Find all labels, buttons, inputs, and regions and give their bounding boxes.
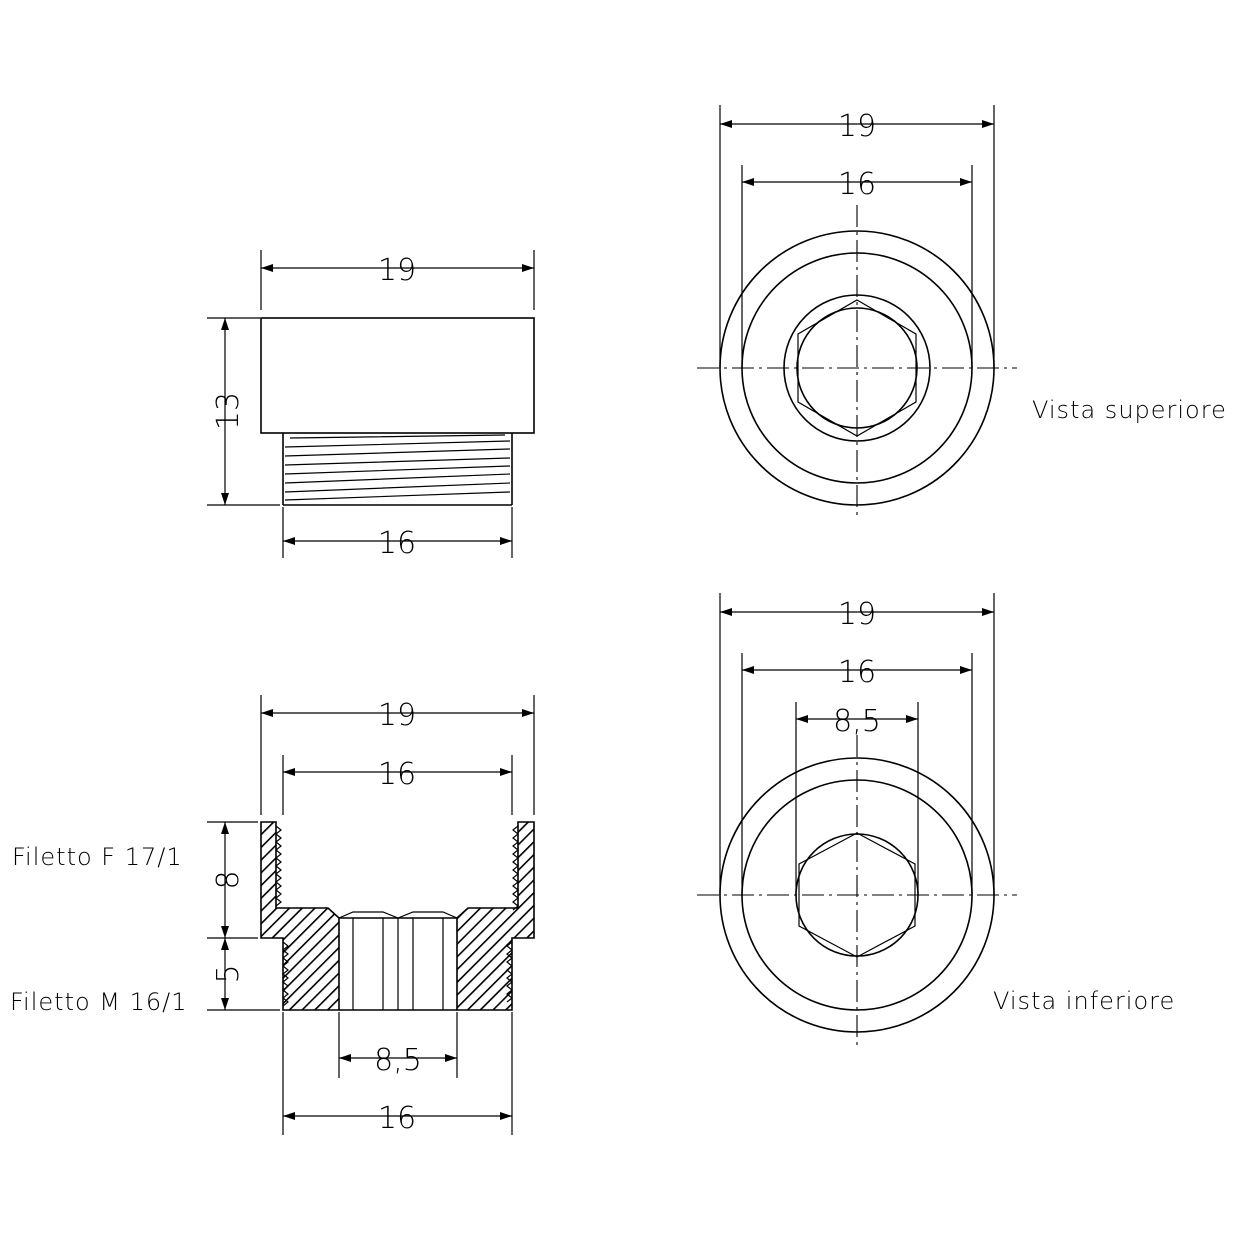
bottom-view: 19 16 8,5 Vista inferiore	[697, 593, 1175, 1048]
top-dim-outer: 19	[838, 109, 876, 144]
label-filetto-m: Filetto M 16/1	[10, 988, 188, 1016]
top-view: 19 16 Vista superiore	[697, 105, 1227, 520]
label-filetto-f: Filetto F 17/1	[12, 843, 183, 871]
front-dim-top: 19	[378, 253, 416, 288]
bottom-dim-inner: 16	[838, 655, 876, 690]
label-vista-superiore: Vista superiore	[1032, 396, 1227, 424]
section-dim-top-inner: 16	[378, 757, 416, 792]
front-dim-bottom: 16	[378, 526, 416, 561]
section-dim-upper-height: 8	[211, 870, 246, 889]
section-bore	[338, 911, 458, 1011]
section-hatch-left	[260, 821, 340, 1011]
front-view: 19 13 16	[207, 250, 535, 561]
top-dim-inner: 16	[838, 167, 876, 202]
front-thread	[282, 433, 513, 506]
section-hatch-right	[456, 821, 535, 1011]
section-dim-bore: 8,5	[374, 1043, 422, 1078]
section-dim-lower-height: 5	[211, 964, 246, 983]
label-vista-inferiore: Vista inferiore	[993, 987, 1175, 1015]
bottom-dim-bore: 8,5	[833, 704, 881, 739]
section-view: 19 16 8 5 Filetto	[10, 695, 535, 1136]
bottom-dim-outer: 19	[838, 597, 876, 632]
front-body	[260, 317, 535, 434]
section-dim-top-outer: 19	[378, 698, 416, 733]
front-dim-height: 13	[211, 392, 246, 430]
section-dim-bottom: 16	[378, 1101, 416, 1136]
